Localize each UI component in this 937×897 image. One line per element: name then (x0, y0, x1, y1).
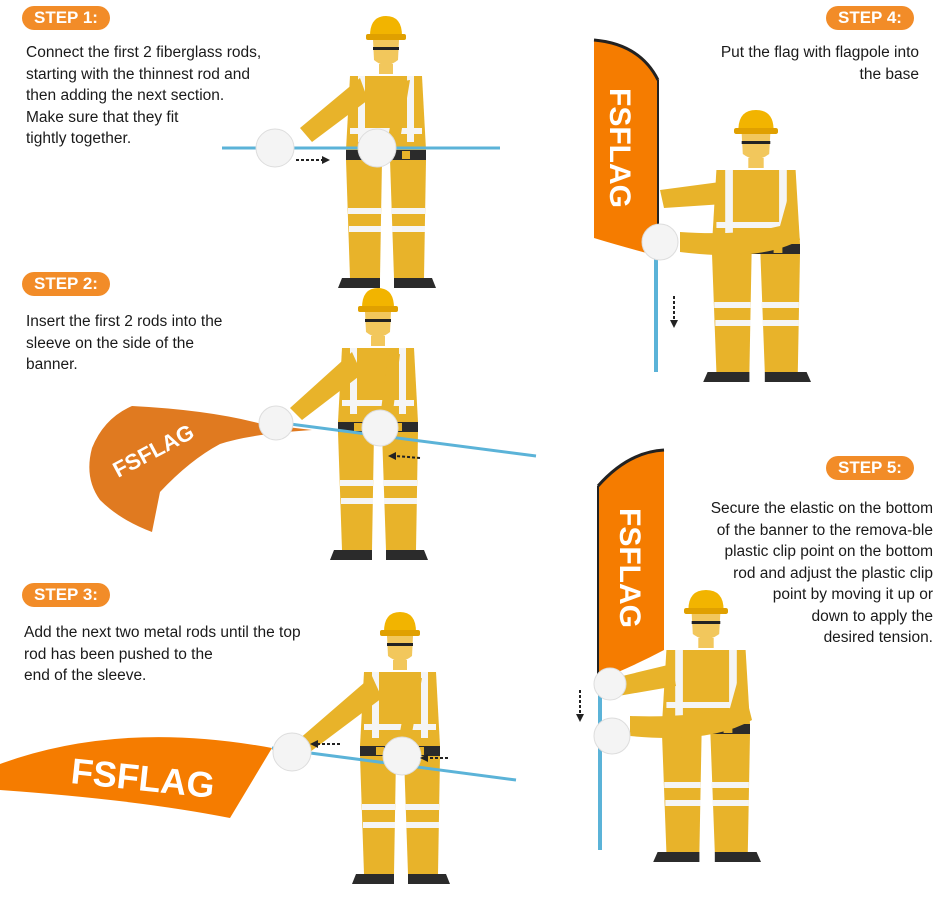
step2-badge: STEP 2: (22, 272, 110, 296)
step5-illustration: FSFLAG (576, 448, 761, 862)
step4-description: Put the flag with flagpole into the base (720, 44, 919, 83)
step4-badge: STEP 4: (826, 6, 914, 30)
step1-illustration (222, 16, 500, 288)
step5-description: Secure the elastic on the bottom of the … (710, 500, 933, 646)
step1-description: Connect the first 2 fiberglass rods, sta… (26, 44, 262, 147)
brand-text: FSFLAG (603, 88, 636, 208)
step5-badge: STEP 5: (826, 456, 914, 480)
step2-illustration: FSFLAG (89, 288, 537, 560)
feather-flag (594, 40, 658, 256)
brand-text: FSFLAG (613, 508, 646, 628)
step1-badge: STEP 1: (22, 6, 110, 30)
direction-arrow-icon (395, 455, 421, 459)
step3-description: Add the next two metal rods until the to… (24, 624, 301, 684)
banner (89, 406, 312, 532)
banner (0, 737, 272, 818)
step2-description: Insert the first 2 rods into the sleeve … (26, 313, 223, 373)
feather-flag (598, 450, 664, 680)
step4-illustration: FSFLAG (593, 38, 811, 382)
step3-badge: STEP 3: (22, 583, 110, 607)
step3-illustration: FSFLAG (0, 612, 517, 884)
